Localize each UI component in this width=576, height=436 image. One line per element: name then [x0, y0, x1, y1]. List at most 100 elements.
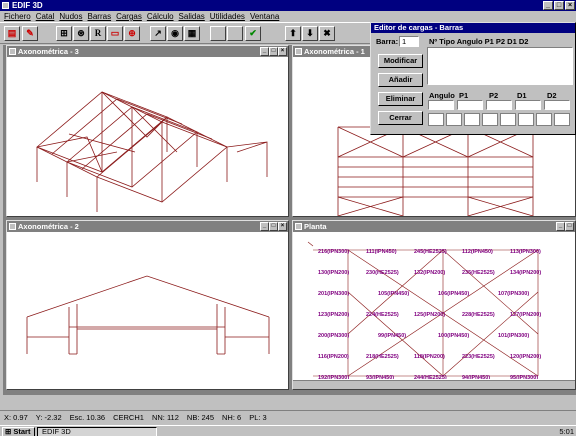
load-type-arc-icon[interactable] [482, 113, 498, 126]
maximize-button[interactable]: □ [269, 47, 278, 56]
minimize-button[interactable]: _ [556, 222, 565, 231]
menu-calculo[interactable]: Cálculo [146, 12, 174, 21]
minimize-button[interactable]: _ [543, 1, 553, 10]
app-title-bar: EDIF 3D _ □ × [0, 0, 576, 11]
plan-bar-label: 230(HE2525) [366, 270, 399, 276]
p2-label: P2 [489, 91, 499, 100]
menu-catal[interactable]: Catal [35, 12, 55, 21]
status-y: Y: -2.32 [35, 413, 62, 422]
app-icon[interactable] [2, 2, 9, 9]
maximize-button[interactable]: □ [554, 1, 564, 10]
load-type-moment-icon[interactable] [518, 113, 534, 126]
anadir-button[interactable]: Añadir [378, 73, 423, 87]
angulo-input[interactable] [428, 100, 454, 110]
menu-ventana[interactable]: Ventana [249, 12, 280, 21]
p1-input[interactable] [457, 100, 483, 110]
pointer-icon[interactable]: ↗ [150, 26, 166, 41]
load-type-trapezoid-icon[interactable] [554, 113, 570, 126]
plan-bar-label: 245(HE2525) [414, 249, 447, 255]
load-type-partial-icon[interactable] [464, 113, 480, 126]
plan-bar-label: 113(IPN300) [510, 249, 541, 255]
open-icon[interactable]: ▤ [4, 26, 20, 41]
minimize-button[interactable]: _ [260, 222, 269, 231]
close-button[interactable]: × [278, 47, 287, 56]
dialog-title-bar[interactable]: Editor de cargas - Barras [371, 23, 575, 33]
minimize-button[interactable]: _ [260, 47, 269, 56]
window-axo3-title[interactable]: Axonométrica - 3 _ □ × [7, 46, 288, 57]
section-icon[interactable]: ⊕ [124, 26, 140, 41]
menu-nudos[interactable]: Nudos [59, 12, 83, 21]
view-icon[interactable]: ◉ [167, 26, 183, 41]
frame-icon[interactable]: ▭ [107, 26, 123, 41]
zoom-icon[interactable]: ⊞ [56, 26, 72, 41]
up-arrow-icon[interactable]: ⬆ [285, 26, 301, 41]
menu-fichero[interactable]: Fichero [4, 12, 31, 21]
load-type-triangular-icon[interactable] [536, 113, 552, 126]
r-button[interactable]: R [90, 26, 106, 41]
menu-salidas[interactable]: Salidas [178, 12, 205, 21]
planta-hscrollbar[interactable] [293, 380, 575, 389]
maximize-button[interactable]: □ [269, 222, 278, 231]
taskbar-item-edif3d[interactable]: EDIF 3D [37, 427, 157, 436]
check-icon[interactable]: ✔ [245, 26, 261, 41]
load-type-point-icon[interactable] [446, 113, 462, 126]
window-axo3-title-text: Axonométrica - 3 [18, 47, 79, 56]
menu-barras[interactable]: Barras [87, 12, 112, 21]
eliminar-button[interactable]: Eliminar [378, 92, 423, 106]
axo3-canvas[interactable] [7, 57, 288, 216]
menu-cargas[interactable]: Cargas [116, 12, 142, 21]
plan-bar-label: 106(IPN450) [438, 291, 469, 297]
plan-bar-label: 192(IPN300) [318, 375, 349, 379]
close-button[interactable]: × [278, 222, 287, 231]
rotate-icon[interactable]: ⊛ [73, 26, 89, 41]
window-planta[interactable]: Planta _ □ 216(IPN300)111(IPN450)245(HE2… [292, 220, 576, 390]
toolbar: ▤ ✎ ⊞ ⊛ R ▭ ⊕ ↗ ◉ ▦ ✔ ⬆ ⬇ ✖ [0, 22, 576, 44]
plan-bar-label: 107(IPN300) [498, 291, 529, 297]
d2-input[interactable] [544, 100, 570, 110]
plan-bar-label: 100(IPN450) [438, 333, 469, 339]
cerrar-button[interactable]: Cerrar [378, 111, 423, 125]
window-planta-title[interactable]: Planta _ □ [293, 221, 575, 232]
plan-bar-label: 120(IPN200) [510, 354, 541, 360]
load-type-distributed-icon[interactable] [500, 113, 516, 126]
planta-canvas[interactable]: 216(IPN300)111(IPN450)245(HE2525)112(IPN… [293, 232, 575, 389]
plan-bar-label: 228(HE2525) [462, 312, 495, 318]
calc-icon[interactable]: ▦ [184, 26, 200, 41]
status-esc: Esc. 10.36 [69, 413, 106, 422]
load-editor-dialog[interactable]: Editor de cargas - Barras Barra: 1 Nº Ti… [370, 22, 576, 135]
axo2-canvas[interactable] [7, 232, 288, 389]
blank-tool-2[interactable] [227, 26, 243, 41]
blank-tool-1[interactable] [210, 26, 226, 41]
plan-bar-label: 130(IPN200) [318, 270, 349, 276]
mdi-area: Axonométrica - 3 _ □ × [3, 22, 576, 395]
cross-icon[interactable]: ✖ [319, 26, 335, 41]
status-x: X: 0.97 [4, 413, 28, 422]
plan-bar-label: 127(IPN200) [510, 312, 541, 318]
plan-bar-label: 125(IPN200) [414, 312, 445, 318]
barra-input[interactable]: 1 [399, 36, 419, 47]
close-button[interactable]: × [565, 1, 575, 10]
load-type-uniform-icon[interactable] [428, 113, 444, 126]
load-list[interactable] [427, 47, 573, 85]
plan-bar-label: 93(IPN450) [366, 375, 394, 379]
modificar-button[interactable]: Modificar [378, 54, 423, 68]
windows-logo-icon: ⊞ [5, 427, 12, 436]
window-axo2-title[interactable]: Axonométrica - 2 _ □ × [7, 221, 288, 232]
plan-labels: 216(IPN300)111(IPN450)245(HE2525)112(IPN… [318, 249, 541, 381]
plan-bar-label: 134(IPN200) [510, 270, 541, 276]
d1-input[interactable] [515, 100, 541, 110]
window-axo2[interactable]: Axonométrica - 2 _ □ × [6, 220, 289, 390]
plan-bar-label: 95(IPN300) [510, 375, 538, 379]
plan-bar-label: 116(IPN200) [318, 354, 349, 360]
status-pl: PL: 3 [249, 413, 267, 422]
menu-utilidades[interactable]: Utilidades [209, 12, 245, 21]
p2-input[interactable] [486, 100, 512, 110]
maximize-button[interactable]: □ [565, 222, 574, 231]
plan-grid-lines [307, 241, 539, 377]
window-axo3[interactable]: Axonométrica - 3 _ □ × [6, 45, 289, 217]
down-arrow-icon[interactable]: ⬇ [302, 26, 318, 41]
clock: 5:01 [559, 427, 574, 436]
taskbar: ⊞ Start EDIF 3D 5:01 [0, 425, 576, 436]
edit-icon[interactable]: ✎ [22, 26, 38, 41]
start-button[interactable]: ⊞ Start [2, 427, 35, 436]
